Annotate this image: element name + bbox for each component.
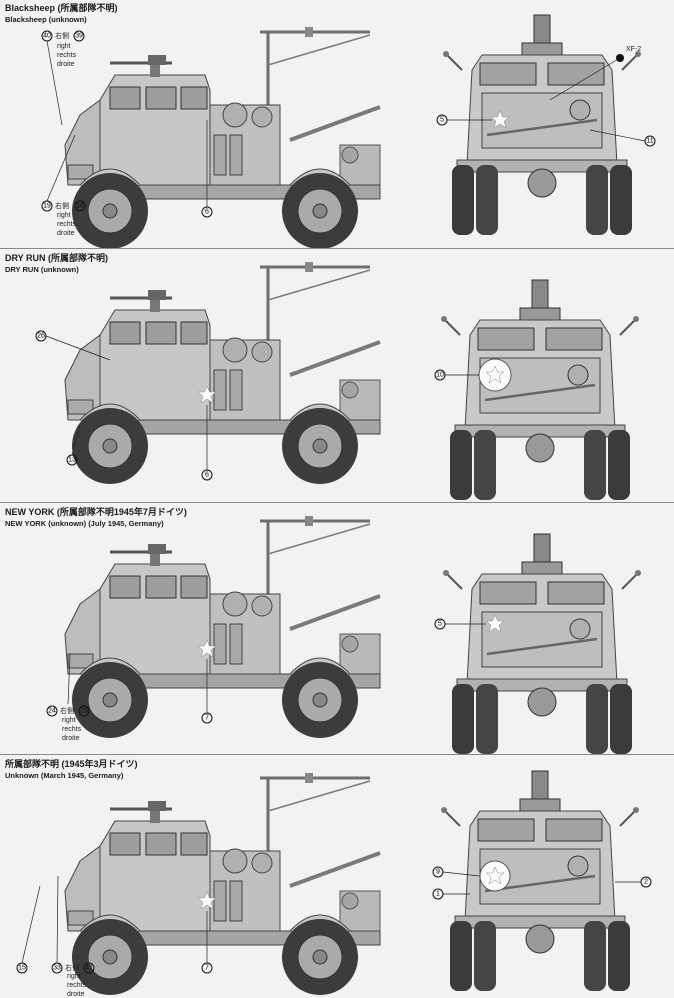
panel-divider <box>0 754 674 755</box>
marking-panel-blacksheep: Blacksheep (所属部隊不明) Blacksheep (unknown)… <box>0 0 674 251</box>
callout-6: 6 <box>205 209 209 216</box>
callout-24: 24 <box>48 708 56 715</box>
front-view-drawing: 5 <box>434 532 643 756</box>
callout-7: 7 <box>205 715 209 722</box>
callout-40: 40 <box>43 33 51 40</box>
direction-de: rechts <box>67 982 87 989</box>
callout-7: 7 <box>205 965 209 972</box>
direction-de: rechts <box>57 52 77 59</box>
panel-divider <box>0 248 674 249</box>
panel-subtitle: Unknown (March 1945, Germany) <box>5 771 124 780</box>
marking-panel-new-york: NEW YORK (所属部隊不明1945年7月ドイツ) NEW YORK (un… <box>0 504 674 756</box>
panel-title: 所属部隊不明 (1945年3月ドイツ) <box>5 759 138 769</box>
right-side-jp: 右側 <box>55 31 69 40</box>
right-side-jp: 右側 <box>55 201 69 210</box>
front-view-drawing: 10 <box>434 278 641 502</box>
panel-title: DRY RUN (所属部隊不明) <box>5 253 108 263</box>
callout-33: 33 <box>53 965 61 972</box>
front-view-drawing: 9 1 2 <box>432 769 652 993</box>
direction-en: right <box>57 212 71 219</box>
panel-title: Blacksheep (所属部隊不明) <box>5 3 118 13</box>
direction-fr: droite <box>57 61 75 68</box>
panel-subtitle: Blacksheep (unknown) <box>5 15 87 24</box>
direction-en: right <box>62 717 76 724</box>
direction-en: right <box>57 43 71 50</box>
callout-15: 15 <box>18 965 26 972</box>
side-view-drawing: 40 右側 39 right rechts droite 19 右側 18 ri… <box>41 25 382 251</box>
callout-11: 11 <box>646 138 653 145</box>
right-side-jp: 右側 <box>60 706 74 715</box>
front-view-drawing: XF-2 5 11 <box>436 13 656 237</box>
panel-subtitle: NEW YORK (unknown) (July 1945, Germany) <box>5 519 164 528</box>
direction-fr: droite <box>57 230 75 237</box>
callout-18: 18 <box>76 203 84 210</box>
paint-code: XF-2 <box>626 46 641 53</box>
marking-panel-dry-run: DRY RUN (所属部隊不明) DRY RUN (unknown) 26 13… <box>0 250 674 502</box>
panel-subtitle: DRY RUN (unknown) <box>5 265 79 274</box>
callout-25: 25 <box>80 708 88 715</box>
side-view-drawing: 24 右側 25 right rechts droite 7 <box>46 514 382 742</box>
direction-de: rechts <box>62 726 82 733</box>
callout-39: 39 <box>75 33 83 40</box>
callout-2: 2 <box>644 879 648 886</box>
side-view-drawing: 15 33 右側 41 right rechts droite 7 <box>16 771 382 998</box>
callout-41: 41 <box>85 965 93 972</box>
right-side-jp: 右側 <box>65 963 79 972</box>
callout-26: 26 <box>37 333 45 340</box>
direction-fr: droite <box>62 735 80 742</box>
callout-6: 6 <box>205 472 209 479</box>
direction-en: right <box>67 973 81 980</box>
callout-9: 9 <box>436 869 440 876</box>
callout-19: 19 <box>43 203 51 210</box>
panel-title: NEW YORK (所属部隊不明1945年7月ドイツ) <box>5 507 187 517</box>
direction-fr: droite <box>67 991 85 998</box>
side-view-drawing: 26 13 6 <box>35 260 382 486</box>
marking-panel-unknown: 所属部隊不明 (1945年3月ドイツ) Unknown (March 1945,… <box>0 756 674 998</box>
direction-de: rechts <box>57 221 77 228</box>
callout-5: 5 <box>440 117 444 124</box>
callout-10: 10 <box>436 372 444 379</box>
callout-5: 5 <box>438 621 442 628</box>
callout-13: 13 <box>68 457 76 464</box>
panel-divider <box>0 502 674 503</box>
callout-1: 1 <box>436 891 440 898</box>
